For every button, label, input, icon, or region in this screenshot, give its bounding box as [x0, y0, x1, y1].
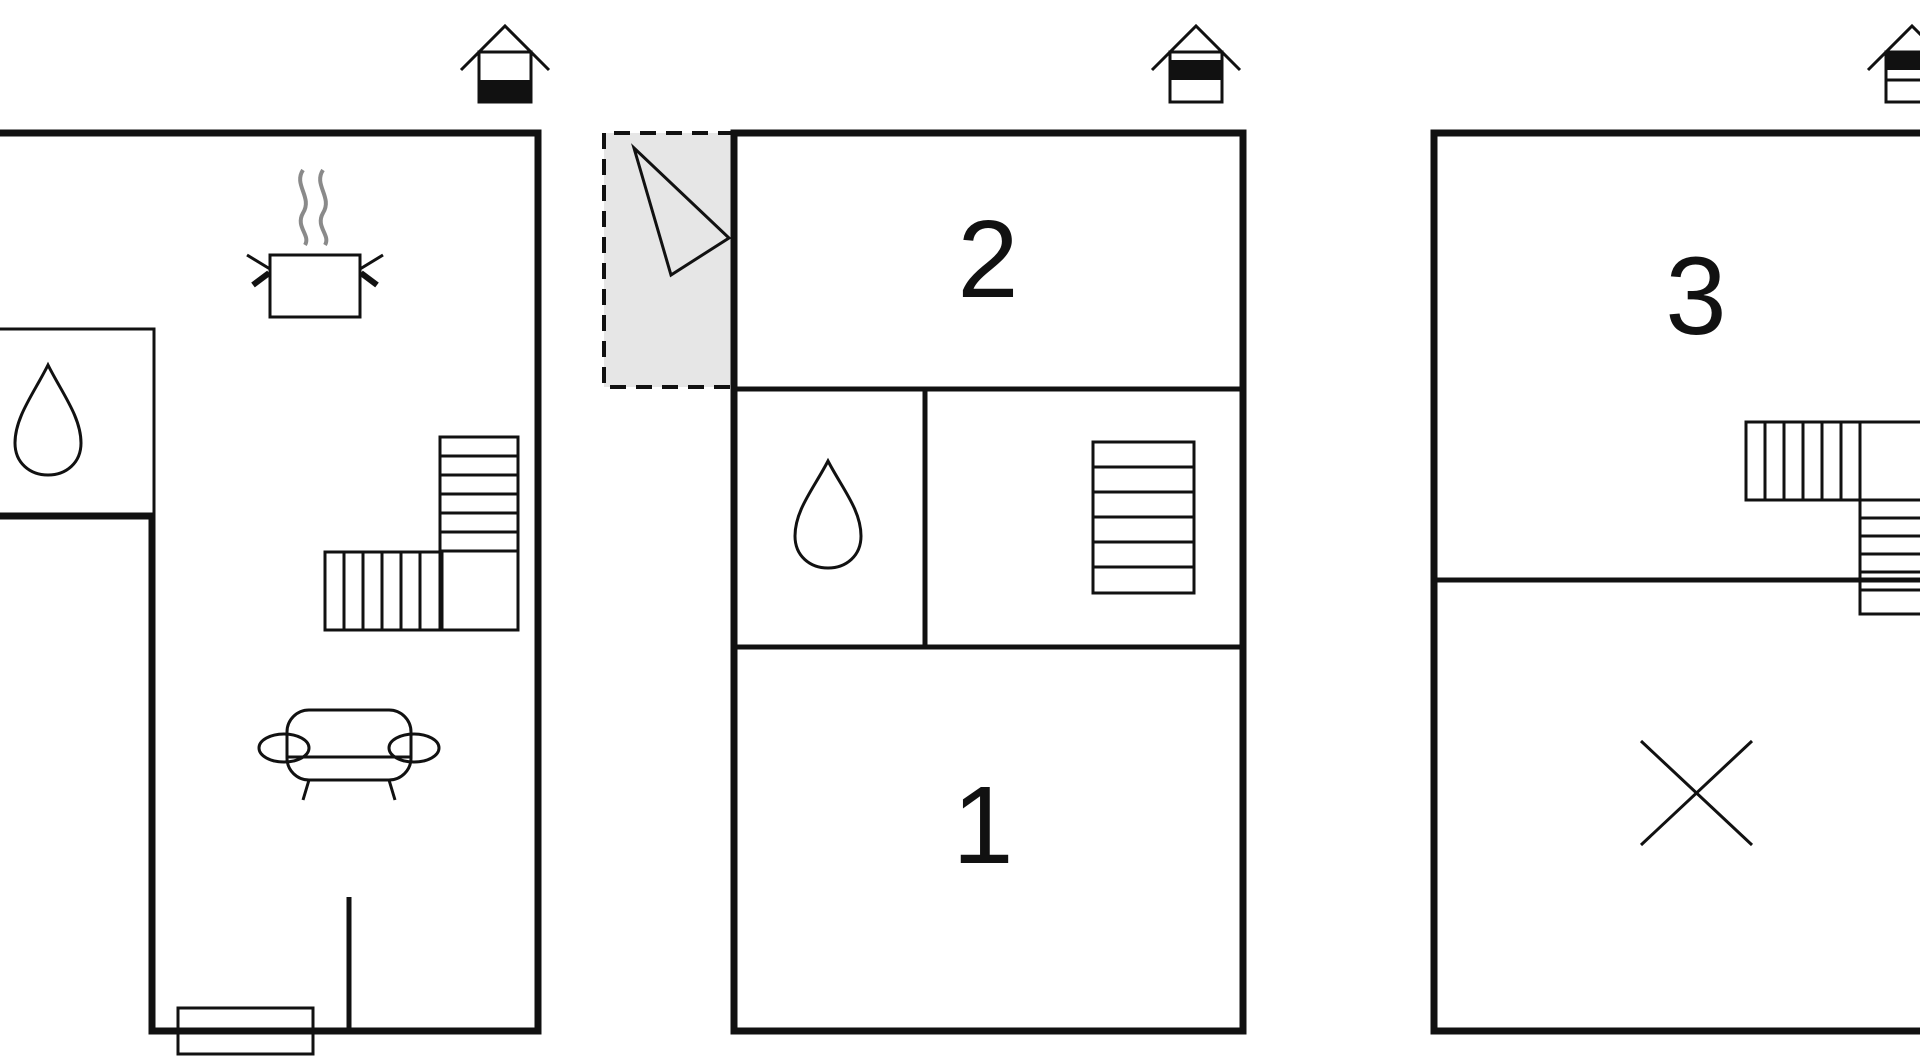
water-drop-icon — [793, 457, 863, 570]
house-level-icon-top — [1866, 23, 1920, 104]
house-level-icon-first — [1150, 23, 1242, 104]
sofa-icon — [257, 708, 441, 801]
staircase-icon — [1744, 420, 1920, 616]
staircase-icon — [323, 435, 520, 632]
room-label-3: 3 — [1665, 235, 1726, 358]
water-drop-icon — [13, 361, 83, 477]
room-label-1: 1 — [952, 764, 1013, 887]
floor-middle: 2 1 — [602, 23, 1247, 1035]
house-level-icon-ground — [459, 23, 551, 104]
floor-right: 3 — [1430, 23, 1920, 1035]
room-label-2: 2 — [957, 198, 1018, 321]
staircase-icon — [1091, 440, 1196, 595]
radiator-icon — [176, 1006, 315, 1056]
wall-outline-middle — [730, 129, 1247, 1035]
water-drop-shape — [793, 457, 863, 570]
water-drop-shape — [13, 361, 83, 477]
terrace-area — [602, 131, 734, 389]
open-void-icon — [1639, 739, 1754, 847]
bathroom-nook-left — [0, 327, 156, 516]
floor-left — [0, 23, 551, 1056]
wall-outline-left — [0, 129, 542, 1035]
balcony-triangle-icon — [631, 143, 732, 278]
cooking-pot-icon — [246, 168, 384, 319]
